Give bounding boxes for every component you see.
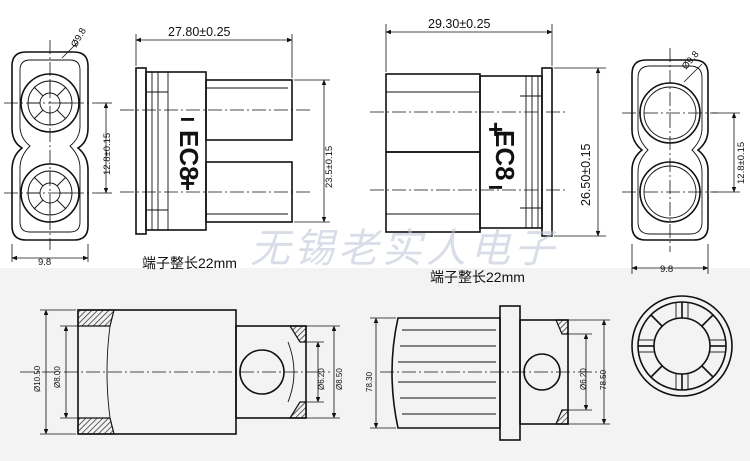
front-male-center-dist: 12.8±0.15 xyxy=(102,133,113,175)
side-male-height: 23.5±0.15 xyxy=(324,146,335,188)
terminal-pin-right: 78.30 Ø6.20 78.50 xyxy=(365,305,610,441)
side-female-plus: + xyxy=(488,114,503,144)
front-view-male: Ø9.8 12.8±0.15 9.8 xyxy=(4,26,113,268)
side-male-marking: EC8 xyxy=(174,130,204,181)
side-female-marking: EC8 xyxy=(490,130,520,181)
side-male-plus: + xyxy=(180,168,195,198)
pin-right-d-small: Ø6.20 xyxy=(579,368,588,390)
side-female-minus: − xyxy=(488,172,503,202)
pin-right-d-mid: 78.50 xyxy=(599,369,608,390)
note-right: 端子整长22mm xyxy=(430,269,525,285)
front-male-hole-dia: Ø9.8 xyxy=(69,26,89,49)
pin-left-d-mid: Ø8.50 xyxy=(335,368,344,390)
terminal-end-view xyxy=(631,295,733,397)
watermark: 无锡老实人电子 xyxy=(250,227,558,271)
front-view-female: Ø9.8 12.8±0.15 9.8 xyxy=(622,48,747,275)
terminal-section-left: Ø10.50 Ø8.00 Ø6.20 Ø8.50 xyxy=(20,309,344,435)
side-female-height: 26.50±0.15 xyxy=(579,143,593,206)
side-male-length: 27.80±0.25 xyxy=(168,25,231,39)
pin-right-length: 78.30 xyxy=(365,371,374,392)
side-view-female: EC8 + − 29.30±0.25 26.50±0.15 xyxy=(370,17,606,237)
front-male-width: 9.8 xyxy=(38,257,51,268)
front-female-width: 9.8 xyxy=(660,264,673,275)
pin-left-d-small: Ø6.20 xyxy=(317,368,326,390)
pin-left-d-inner: Ø8.00 xyxy=(53,366,62,388)
pin-left-d-outer: Ø10.50 xyxy=(33,365,42,392)
side-female-length: 29.30±0.25 xyxy=(428,17,491,31)
front-female-center-dist: 12.8±0.15 xyxy=(736,142,747,184)
note-left: 端子整长22mm xyxy=(142,255,237,271)
side-male-minus: − xyxy=(180,104,195,134)
side-view-male: EC8 − + 27.80±0.25 23.5±0.15 xyxy=(120,25,335,235)
